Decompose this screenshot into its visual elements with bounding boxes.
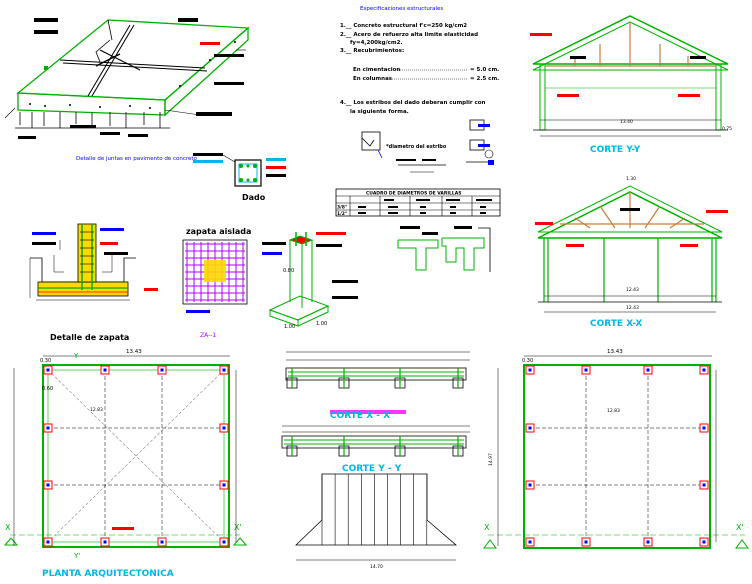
dado-detail: Dado	[193, 153, 286, 202]
plan-y-top: Y	[73, 352, 79, 360]
column-core	[528, 540, 532, 544]
column-core	[528, 368, 532, 372]
za-label: ZA--1	[200, 332, 216, 339]
plan-xp-right: X'	[234, 523, 242, 532]
plan2-d030: 0.30	[522, 358, 533, 364]
plan-x-left: X	[5, 523, 11, 532]
specifications: Especificaciones estructurales 1.__ Conc…	[340, 6, 499, 173]
column-core	[702, 483, 706, 487]
column-core	[103, 540, 107, 544]
column-core	[46, 483, 50, 487]
column-core	[646, 540, 650, 544]
column-core	[160, 540, 164, 544]
rec-1-value: = 5.0 cm.	[470, 67, 499, 73]
detalle-zapata-label: Detalle de zapata	[50, 333, 129, 342]
corte-yy-mid-title: CORTE Y - Y	[342, 464, 402, 474]
dado-label: Dado	[242, 193, 266, 202]
column-core	[222, 483, 226, 487]
plan-d060: 0.60	[42, 386, 53, 392]
plan-d030: 0.30	[40, 358, 51, 364]
column-core	[528, 483, 532, 487]
juntas-caption: Detalle de juntas en pavimento de concre…	[76, 156, 198, 162]
column-core	[584, 368, 588, 372]
pedestal-isometric: 0.80 1.00 1.00	[262, 232, 358, 330]
spec-4a: 4.__ Los estribos del dado deberan cumpl…	[340, 100, 486, 106]
column-core	[222, 540, 226, 544]
rec-2-label: En columnas	[353, 76, 393, 82]
plan2-height-dim: 14.97	[488, 453, 494, 466]
varillas-table: CUADRO DE DIAMETROS DE VARILLAS 3/8" 1/2…	[335, 188, 501, 217]
isometric-pavement-slab	[4, 18, 250, 139]
zapata-width-2: 1.00	[316, 321, 327, 327]
spec-1: 1.__ Concreto estructural f'c=250 kg/cm2	[340, 23, 467, 29]
column-core	[702, 368, 706, 372]
table-row-1: 3/8"	[337, 205, 347, 211]
plan2-width-dim: 13.43	[607, 349, 623, 355]
spec-3: 3.__ Recubrimientos:	[340, 48, 404, 54]
corte-xx-base-dim: 12.43	[626, 287, 639, 293]
table-row-2: 1/2"	[337, 211, 347, 217]
specs-title: Especificaciones estructurales	[360, 6, 443, 12]
corte-yy-elevation: 13.40 0.75 CORTE Y-Y	[530, 15, 732, 155]
column-core	[46, 540, 50, 544]
corte-xx-top-dim: 1.30	[626, 176, 636, 182]
detalle-zapata: Detalle de zapata	[29, 223, 158, 342]
plan-width-dim: 13.43	[126, 349, 142, 355]
corte-xx-elevation: 1.30 12.43 12.43 CORTE X-X	[535, 176, 728, 329]
column-core	[222, 426, 226, 430]
spec-2a: 2.__ Acero de refuerzo alta limite elast…	[340, 32, 478, 38]
corte-xx-base-dim-2: 12.43	[626, 305, 639, 311]
planta-arquitectonica: 13.43 0.30 0.60 Y Y' X X' 12.83 PLANTA A…	[3, 349, 248, 579]
column-core	[222, 368, 226, 372]
corte-yy-side-dim: 0.75	[722, 126, 732, 132]
column-core	[646, 368, 650, 372]
plan2-xp-right: X'	[736, 523, 744, 532]
planta-estructural: 13.43 0.30 12.83 X X' 14.97	[483, 349, 749, 549]
dado-height: 0.80	[283, 268, 294, 274]
spec-4b: la siguiente forma.	[350, 109, 409, 115]
column-core	[160, 368, 164, 372]
corte-yy-title: CORTE Y-Y	[590, 145, 641, 155]
connection-details	[397, 226, 491, 272]
column-core	[702, 540, 706, 544]
plan-inner-dim: 12.83	[90, 407, 103, 413]
planta-title: PLANTA ARQUITECTONICA	[42, 569, 174, 579]
column-core	[584, 540, 588, 544]
zapata-width: 1.00	[284, 324, 295, 330]
rec-1-label: En cimentacion	[353, 67, 400, 73]
table-title: CUADRO DE DIAMETROS DE VARILLAS	[366, 191, 462, 197]
zapata-aislada-label: zapata aislada	[186, 227, 251, 236]
roof-width-dim: 14.70	[370, 564, 383, 570]
column-core	[103, 368, 107, 372]
corte-yy-top-dim: 13.40	[620, 119, 633, 125]
plan-yp-bottom: Y'	[73, 552, 80, 560]
column-core	[46, 426, 50, 430]
column-core	[702, 426, 706, 430]
plan2-x-left: X	[484, 523, 490, 532]
corte-xx-mid-title: CORTE X - X	[330, 411, 390, 421]
plan2-inner-dim: 12.83	[607, 408, 620, 414]
column-core	[46, 368, 50, 372]
zapata-aislada: zapata aislada ZA--1	[182, 227, 251, 339]
diametro-note: *diametro del estribo	[386, 144, 447, 150]
rec-2-value: = 2.5 cm.	[470, 76, 499, 82]
roof-plan: 14.70	[295, 473, 458, 570]
spec-2b: fy=4,200kg/cm2.	[350, 40, 403, 46]
column-core	[528, 426, 532, 430]
middle-beams: CORTE X - X CORTE Y - Y	[281, 351, 470, 474]
corte-xx-title: CORTE X-X	[590, 319, 642, 329]
